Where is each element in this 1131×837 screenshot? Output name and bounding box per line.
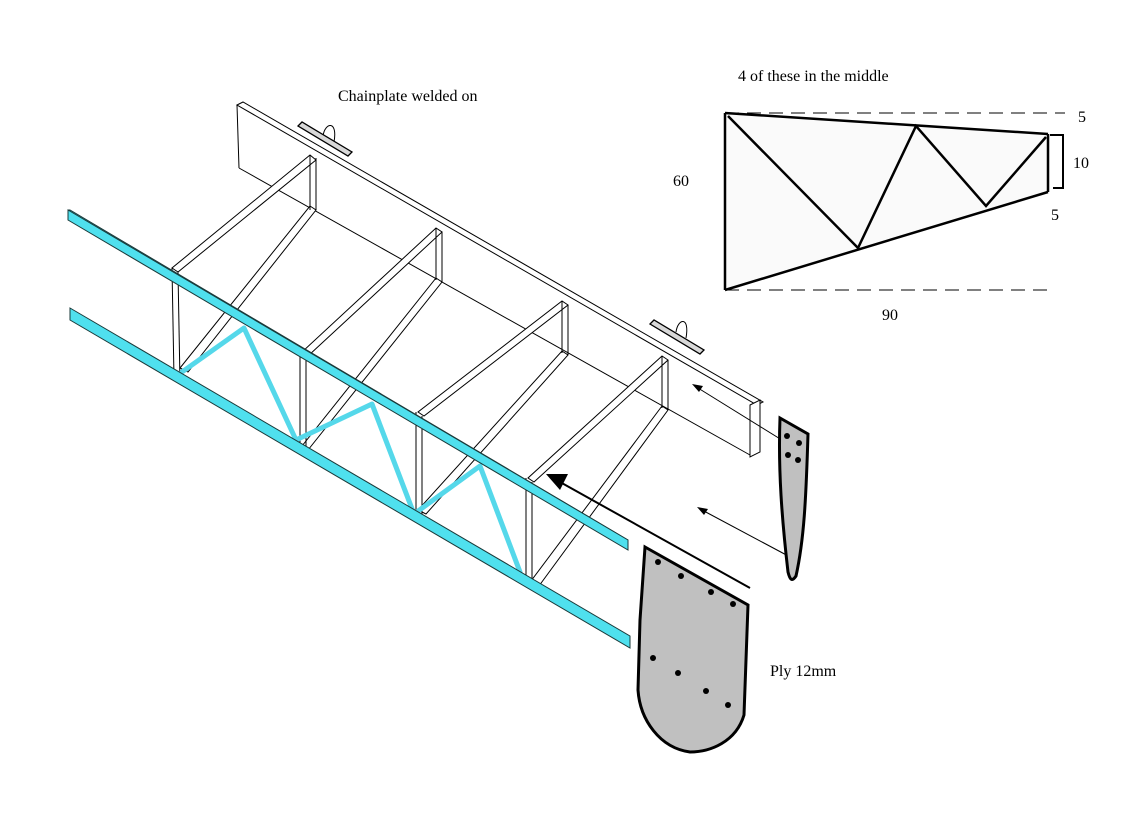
chainplate-1 (296, 121, 354, 157)
cyan-web-bracing (179, 325, 523, 575)
dim-top-offset: 5 (1078, 109, 1086, 126)
crossbeams (171, 154, 669, 591)
large-ply-plate (636, 544, 750, 754)
small-arrowhead-upper (692, 384, 703, 392)
dim-bottom-offset: 5 (1051, 207, 1059, 224)
front-verticals (171, 267, 533, 590)
end-dimension-bracket (1050, 134, 1064, 189)
dim-end-height: 10 (1073, 155, 1089, 172)
truss-title: 4 of these in the middle (738, 68, 889, 85)
dim-height: 60 (673, 173, 689, 190)
large-arrowhead (546, 474, 568, 490)
small-ply-plate (777, 415, 810, 581)
chainplate-2 (648, 319, 706, 355)
truss-detail (723, 111, 1065, 292)
back-top-rail (235, 101, 765, 458)
chainplate-label: Chainplate welded on (338, 88, 478, 105)
cyan-bottom-rail (69, 307, 631, 649)
cyan-top-rail-face (67, 209, 629, 551)
dim-length: 90 (882, 307, 898, 324)
ply-label: Ply 12mm (770, 663, 837, 680)
small-arrowhead-lower (697, 507, 708, 515)
